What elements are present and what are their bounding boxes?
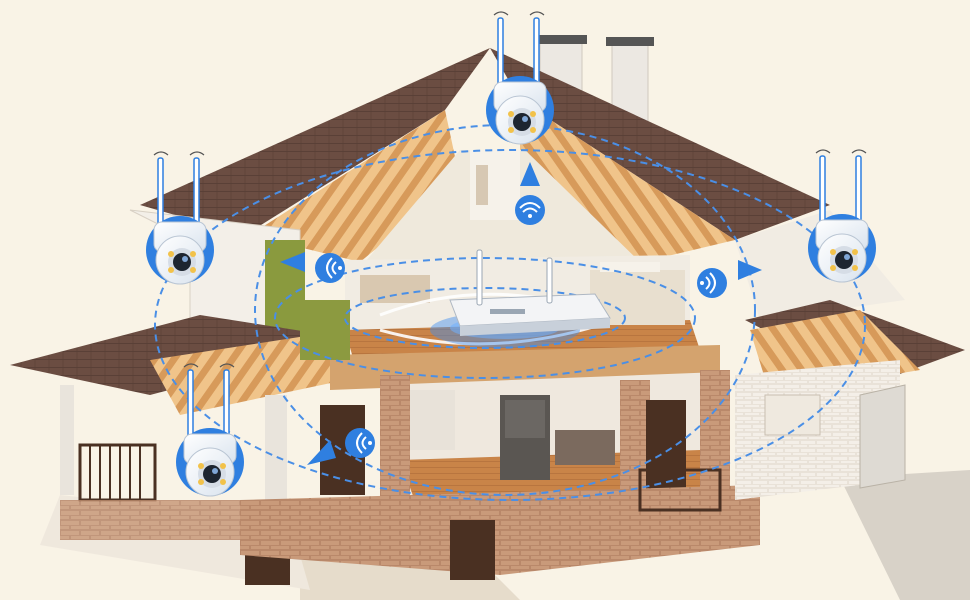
arrow-up-icon bbox=[520, 162, 540, 186]
nvr-recorder bbox=[430, 249, 611, 348]
arrow-down-left-icon bbox=[307, 440, 336, 465]
camera-left bbox=[146, 151, 214, 285]
camera-right bbox=[808, 149, 876, 283]
main-roof bbox=[140, 48, 830, 265]
camera-top bbox=[486, 11, 554, 145]
wifi-icon bbox=[697, 268, 727, 298]
signal-icons bbox=[280, 162, 762, 465]
arrow-right-icon bbox=[738, 260, 762, 280]
camera-bottom-left bbox=[176, 363, 244, 497]
cameras bbox=[146, 11, 876, 497]
wifi-waves bbox=[154, 124, 866, 501]
wifi-icon bbox=[345, 428, 375, 458]
arrow-left-icon bbox=[280, 252, 305, 272]
wifi-icon bbox=[315, 253, 345, 283]
wifi-icon bbox=[515, 195, 545, 225]
